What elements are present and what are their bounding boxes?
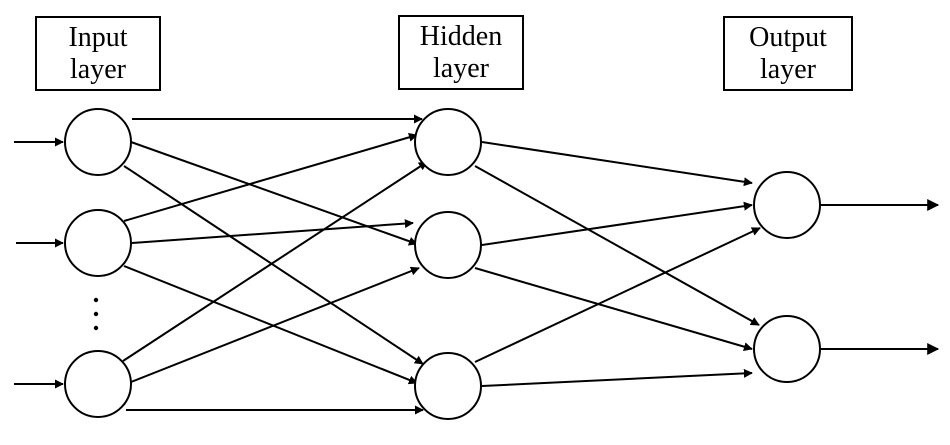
hidden-output-connections xyxy=(474,141,761,387)
output-layer-neurons xyxy=(753,171,821,383)
input-neuron-1 xyxy=(64,108,132,176)
input-layer-title-line1: Input xyxy=(68,22,127,53)
input-layer-title: Input layer xyxy=(35,16,161,91)
hidden-layer-title-line2: layer xyxy=(433,53,490,84)
hidden-layer-neurons xyxy=(414,108,482,420)
output-layer-title: Output layer xyxy=(723,16,853,91)
output-layer-title-line2: layer xyxy=(760,54,817,85)
connection-h1-o2 xyxy=(474,165,760,326)
connection-i2-h1 xyxy=(123,132,418,222)
input-neuron-3 xyxy=(64,350,132,418)
ellipsis-dot-3 xyxy=(93,325,99,331)
input-layer-neurons xyxy=(64,108,132,418)
input-ellipsis xyxy=(93,297,99,331)
input-hidden-connections xyxy=(122,114,428,415)
output-neuron-1 xyxy=(753,171,821,239)
input-arrows xyxy=(14,137,64,389)
input-neuron-2 xyxy=(64,209,132,277)
connection-h1-o1 xyxy=(481,141,753,187)
output-arrows xyxy=(821,199,940,355)
hidden-neuron-2 xyxy=(414,211,482,279)
output-neuron-2 xyxy=(753,315,821,383)
output-layer-title-line1: Output xyxy=(749,22,827,53)
connection-h3-o2 xyxy=(481,368,753,387)
connection-i2-h3 xyxy=(123,265,418,385)
hidden-layer-title-line1: Hidden xyxy=(420,21,502,52)
connection-i3-h1 xyxy=(122,161,428,362)
ellipsis-dot-1 xyxy=(93,297,99,303)
connection-i2-h2 xyxy=(131,219,414,244)
hidden-neuron-3 xyxy=(414,352,482,420)
ellipsis-dot-2 xyxy=(93,311,99,317)
connection-i1-h2 xyxy=(130,141,418,246)
connection-h2-o1 xyxy=(481,201,753,246)
connection-i1-h3 xyxy=(123,165,424,365)
input-layer-title-line2: layer xyxy=(70,54,127,85)
connection-h3-o1 xyxy=(474,227,761,363)
connection-i3-h2 xyxy=(130,266,420,383)
hidden-layer-title: Hidden layer xyxy=(398,15,524,90)
hidden-neuron-1 xyxy=(414,108,482,176)
connection-h2-o2 xyxy=(474,267,753,352)
